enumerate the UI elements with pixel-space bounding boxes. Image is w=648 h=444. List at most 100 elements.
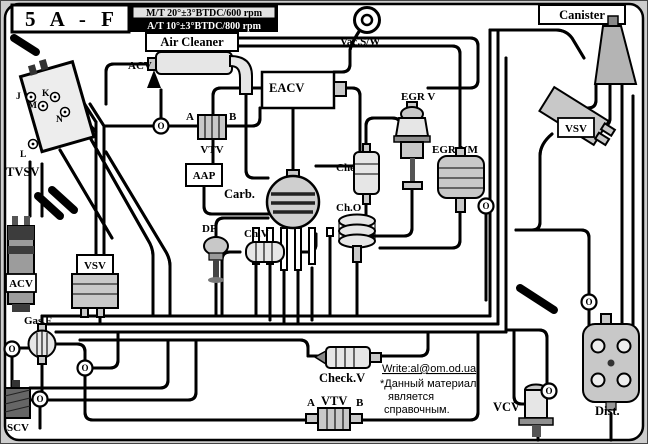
connector-o-4-label: O — [81, 363, 88, 373]
air-cleaner-body — [155, 51, 233, 75]
dp-label: DP — [202, 223, 217, 235]
carb-venturi-bars — [271, 192, 315, 214]
acv-left-foot — [12, 304, 30, 312]
acv-arrow-icon — [147, 70, 161, 88]
dp-cap — [203, 236, 229, 256]
egr-v-label: EGR V — [401, 91, 435, 103]
scv-stub — [12, 380, 20, 388]
dist-terminal-3 — [590, 372, 606, 388]
vac-sw-label: Vac.S/W — [340, 36, 380, 48]
acv-top-label: ACV — [128, 60, 152, 72]
connector-o-7-label: O — [585, 297, 592, 307]
aap-box — [185, 163, 223, 187]
check-valve-bottom: Check.V — [313, 346, 382, 385]
connector-o-3-label: O — [8, 344, 15, 354]
tvsv-port-l: L — [20, 150, 26, 160]
dist-terminal-4 — [616, 372, 632, 388]
vcv-valve: VCV O — [493, 382, 558, 437]
acv-left-band — [8, 246, 34, 254]
vsv-right: VSV — [538, 85, 617, 147]
ch-v-body — [245, 241, 285, 263]
connector-o-6-label: O — [545, 386, 552, 396]
dist-top-stub — [600, 313, 612, 325]
fuel-filter-bottom-stub — [37, 355, 47, 365]
connector-o-7 — [580, 293, 598, 311]
connector-o-2-label: O — [482, 201, 489, 211]
vcv-flange — [518, 417, 554, 426]
scv-label: SCV — [7, 422, 29, 434]
egr-base — [402, 181, 423, 190]
tvsv-port-m: M — [28, 101, 37, 111]
tvsv-port-k: K — [42, 89, 50, 99]
acv-left-stub-1 — [12, 216, 18, 226]
acv-left-label: ACV — [9, 278, 33, 290]
engine-code-box — [10, 3, 131, 34]
vsv-right-port-1 — [599, 122, 617, 138]
connector-o-6 — [540, 382, 558, 400]
eacv-valve: EACV — [260, 70, 347, 110]
aap-label: AAP — [193, 170, 216, 182]
tvsv-top-port-2 — [38, 59, 49, 71]
air-cleaner-pipe — [229, 54, 253, 95]
connector-o-5-label: O — [36, 394, 43, 404]
vtv-bottom-port-b: B — [356, 397, 364, 409]
diaphragm: DP — [202, 223, 229, 283]
note-line-2: является — [388, 391, 434, 403]
title-block: 5 A - F M/T 20°±3°BTDC/600 rpm A/T 10°±3… — [10, 3, 278, 34]
note-line-1: *Данный материал — [380, 378, 476, 390]
acv-left: ACV — [5, 216, 37, 312]
contact-link[interactable]: Write:al@om.od.ua — [382, 363, 477, 375]
connector-o-1 — [152, 117, 170, 135]
ch-o-stem — [352, 245, 362, 263]
tvsv-port-j: J — [16, 92, 21, 102]
dp-collar — [208, 252, 224, 261]
tvsv-label: TVSV — [6, 165, 39, 179]
tvsv-port-n: N — [56, 115, 63, 125]
eacv-label: EACV — [269, 81, 304, 95]
acv-left-stub-2 — [24, 216, 30, 226]
vtv-bottom-stub-left — [305, 413, 319, 424]
vsv-left: VSV — [71, 254, 119, 318]
egr-dome — [394, 117, 430, 137]
aap-pump: AAP — [185, 163, 223, 187]
dist-terminal-2 — [616, 338, 632, 354]
acv-left-cap — [8, 226, 34, 240]
vsv-right-label-box — [557, 117, 595, 138]
canister-body — [593, 25, 638, 85]
canister-label-box — [538, 4, 626, 25]
timing-at: A/T 10°±3°BTDC/800 rpm — [147, 21, 262, 32]
acv-left-label-box — [5, 273, 37, 293]
canister-cap — [607, 15, 619, 27]
air-cleaner: Air Cleaner ACV — [128, 32, 253, 95]
bold-hoses — [10, 34, 558, 314]
engine-code: 5 A - F — [25, 7, 119, 31]
vsv-right-label: VSV — [565, 123, 587, 135]
vcv-stem — [532, 425, 541, 437]
vtv-bottom-body — [317, 407, 351, 431]
note-line-3: справочным. — [384, 404, 450, 416]
scv-valve: SCV — [4, 380, 31, 434]
vtv-bottom-port-a: A — [307, 397, 315, 409]
egr-stem — [410, 158, 415, 186]
vac-switch-inner — [360, 13, 374, 27]
ch-v-label: Ch.V — [244, 228, 269, 240]
check-orifice: Ch.O — [336, 202, 376, 263]
connector-o-4 — [76, 359, 94, 377]
vtv-bottom: A VTV B — [305, 394, 364, 431]
fuel-filter: Gas.F O O O — [3, 315, 94, 408]
carburetor: Carb. — [224, 169, 334, 271]
tvsv-ports — [25, 91, 71, 150]
egr-valve: EGR V — [393, 91, 435, 190]
dp-stem — [213, 260, 219, 278]
check-v-mid-top-stub — [362, 143, 371, 153]
canister-label: Canister — [559, 8, 605, 22]
tvsv-valve: J M K N L TVSV — [6, 59, 96, 179]
carb-label: Carb. — [224, 187, 255, 201]
vcv-label: VCV — [493, 400, 520, 414]
check-v-mid-bottom-stub — [362, 193, 371, 205]
timing-mt: M/T 20°±3°BTDC/600 rpm — [146, 8, 263, 19]
dp-base — [208, 277, 224, 283]
vsv-left-port-2 — [96, 307, 105, 318]
